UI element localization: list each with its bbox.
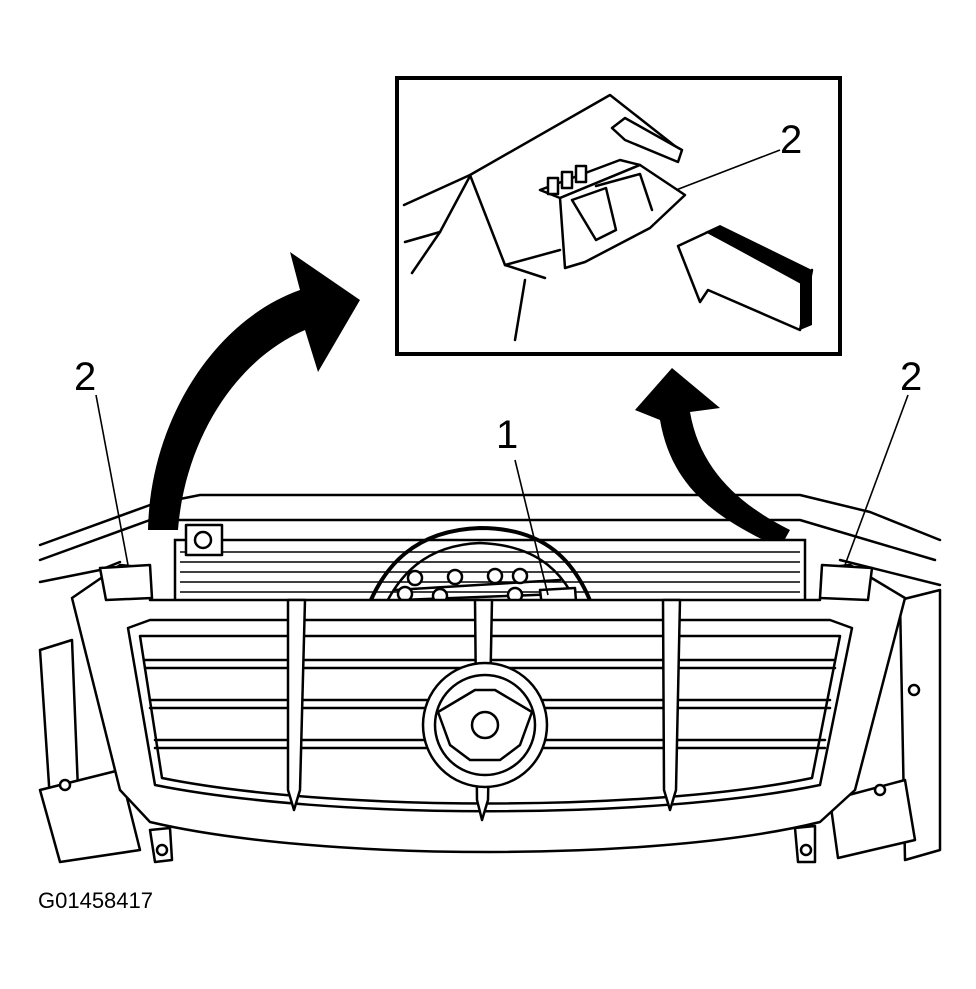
push-arrow-icon <box>676 225 814 332</box>
callout-2-right: 2 <box>900 355 922 399</box>
left-side-bracket <box>38 638 174 864</box>
callout-leaders <box>95 394 909 596</box>
callout-2-left: 2 <box>74 355 96 399</box>
curved-arrow-right-icon <box>635 368 790 548</box>
callout-2-detail: 2 <box>780 118 802 162</box>
right-side-bracket <box>793 588 942 864</box>
detail-inset: 2 <box>395 76 842 356</box>
callout-1: 1 <box>496 413 518 457</box>
grille-assembly <box>70 563 907 854</box>
grille-emblem <box>421 661 549 789</box>
curved-arrow-left-icon <box>148 252 360 530</box>
retaining-clip-detail <box>538 158 687 270</box>
figure-id: G01458417 <box>38 888 153 913</box>
